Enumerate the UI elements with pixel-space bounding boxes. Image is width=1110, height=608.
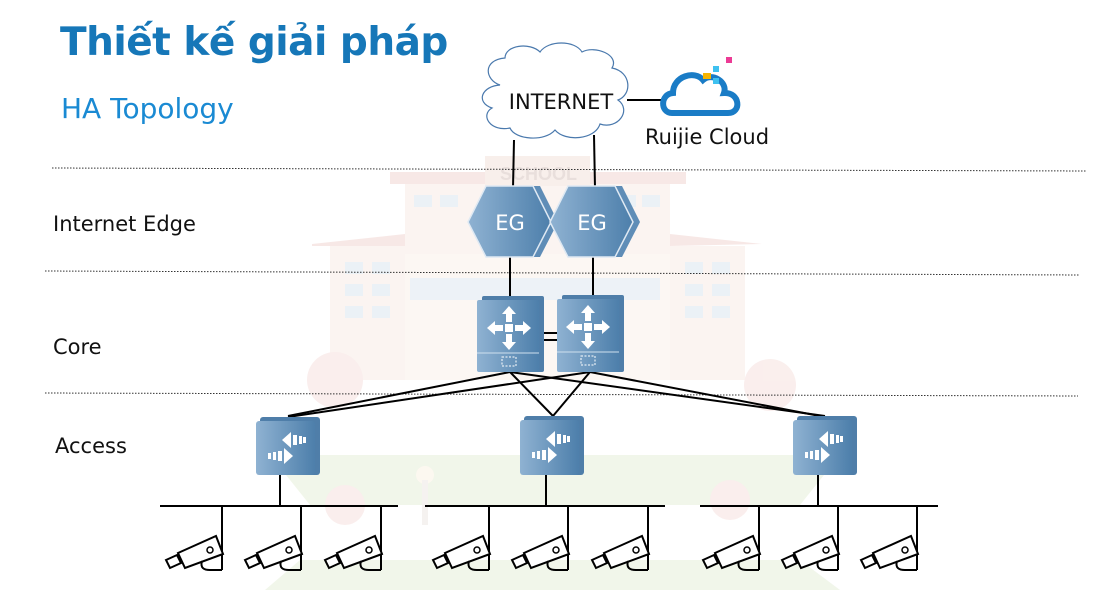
core-switch-2[interactable] — [557, 295, 624, 372]
layer-label-access: Access — [55, 434, 127, 458]
security-camera-icon[interactable] — [701, 506, 762, 571]
internet-label: INTERNET — [509, 90, 614, 114]
switch-arrows-icon — [805, 431, 843, 463]
egress-gateway-2[interactable]: EG — [549, 185, 640, 258]
security-camera-icon[interactable] — [859, 506, 920, 571]
school-sign: SCHOOL — [500, 164, 577, 184]
cloud-icon — [660, 72, 741, 116]
eg-label: EG — [495, 211, 525, 235]
ruijie-cloud-label: Ruijie Cloud — [645, 125, 769, 149]
network-links — [160, 99, 938, 507]
security-camera-icon[interactable] — [510, 506, 571, 571]
switch-arrows-icon — [268, 432, 306, 464]
switch-arrows-icon — [532, 431, 570, 463]
access-switch-2[interactable] — [520, 416, 584, 475]
security-camera-icon[interactable] — [590, 506, 651, 571]
layer-label-core: Core — [53, 335, 102, 359]
page-title: Thiết kế giải pháp — [60, 20, 448, 65]
security-camera-icon[interactable] — [164, 506, 225, 571]
internet-cloud[interactable]: INTERNET — [481, 42, 629, 139]
access-switch-1[interactable] — [256, 417, 320, 475]
layer-label-internet-edge: Internet Edge — [53, 212, 196, 236]
layer-separators — [44, 167, 1088, 397]
security-camera-icon[interactable] — [780, 506, 841, 571]
eg-label: EG — [577, 211, 607, 235]
cameras — [164, 506, 920, 571]
multilayer-switch-icon — [487, 306, 531, 350]
security-camera-icon[interactable] — [243, 506, 304, 571]
security-camera-icon[interactable] — [323, 506, 384, 571]
page-subtitle: HA Topology — [61, 92, 234, 125]
multilayer-switch-icon — [566, 305, 610, 349]
ruijie-cloud[interactable]: Ruijie Cloud — [645, 57, 769, 149]
egress-gateway-1[interactable]: EG — [467, 185, 558, 258]
access-switch-3[interactable] — [793, 416, 857, 475]
school-background: SCHOOL — [265, 156, 840, 590]
core-switch-1[interactable] — [477, 296, 544, 372]
security-camera-icon[interactable] — [431, 506, 492, 571]
